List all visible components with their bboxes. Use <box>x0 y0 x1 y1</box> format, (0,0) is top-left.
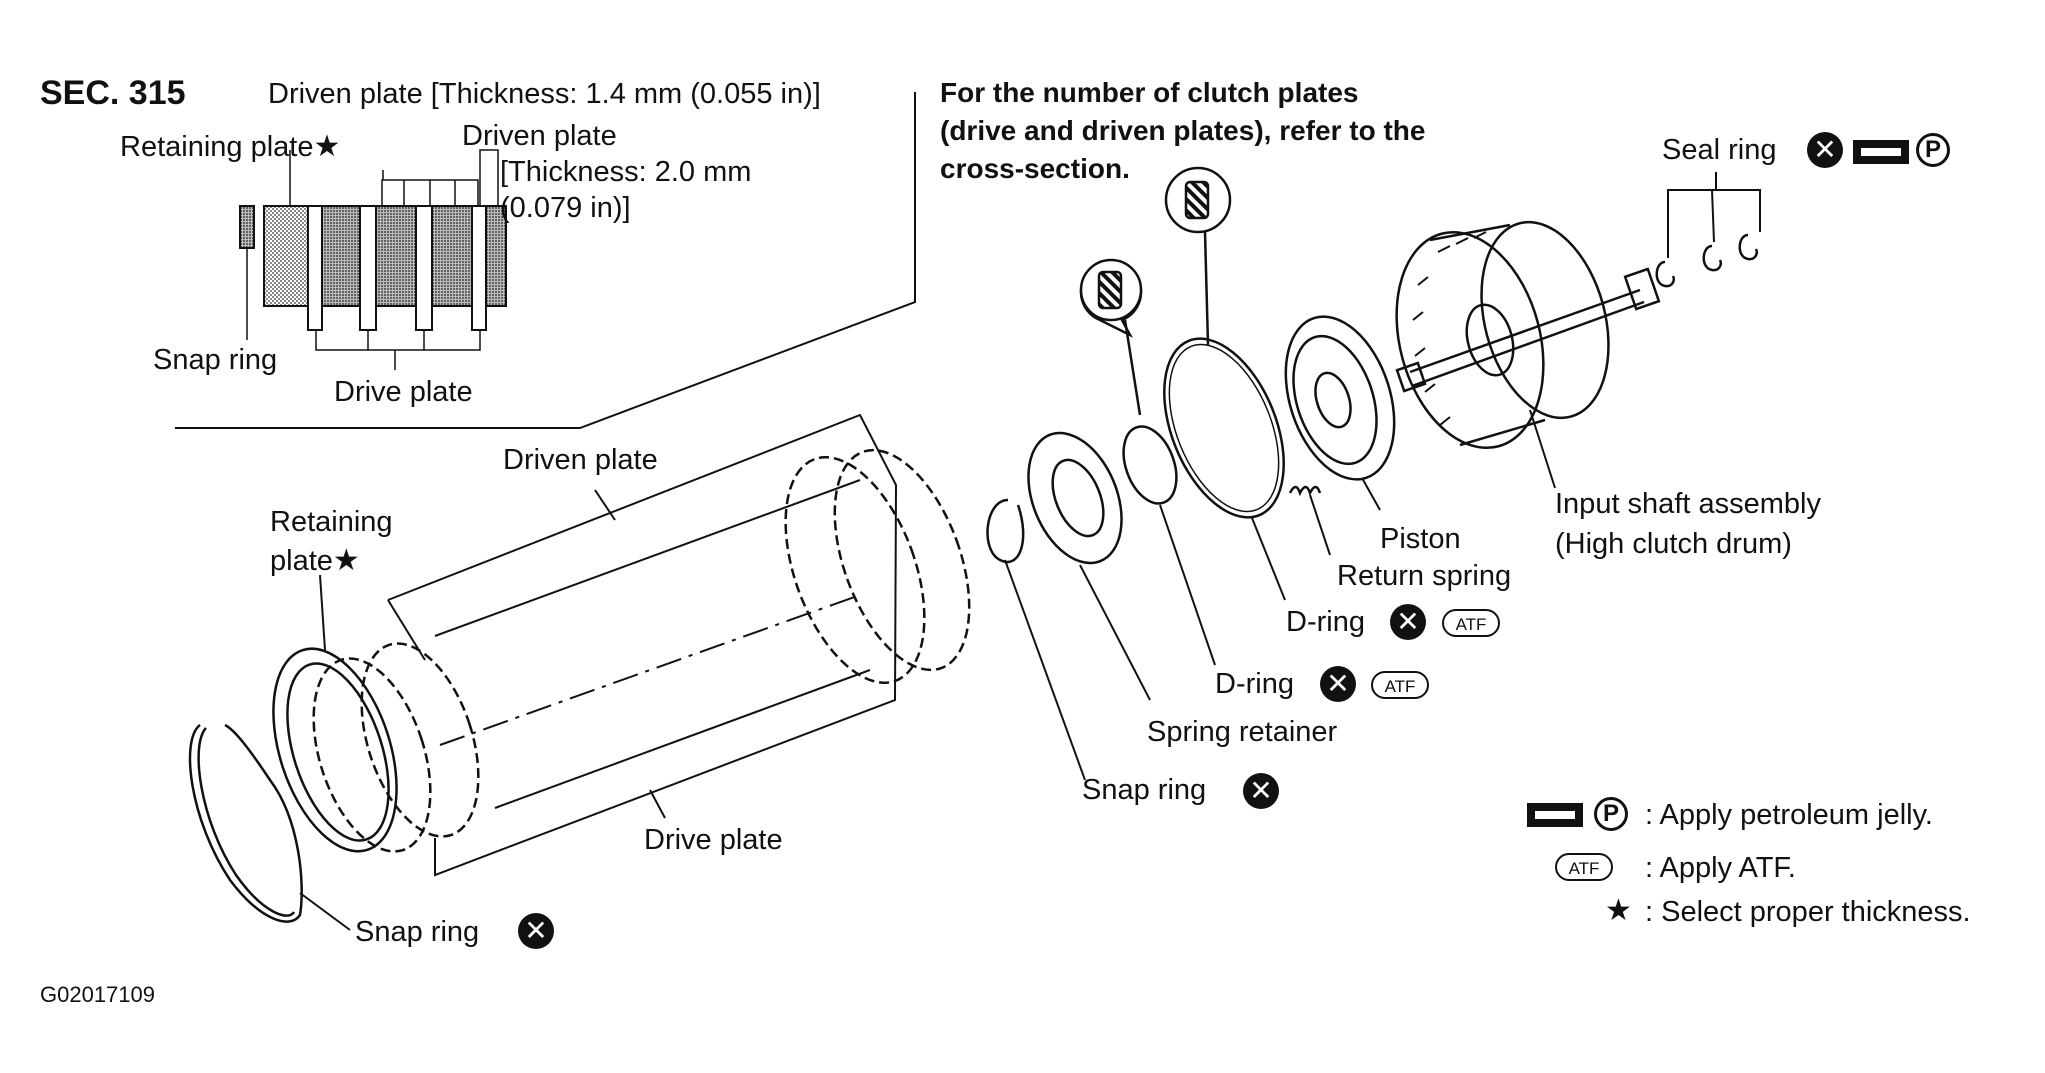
snap-ring-bottom-label: Snap ring <box>355 916 480 948</box>
d-ring-inner-shape <box>1122 425 1178 505</box>
cross-section-note-line1: For the number of clutch plates <box>940 77 1359 108</box>
snap-ring-mid-label: Snap ring <box>1082 774 1207 806</box>
star-icon: ★ <box>313 129 341 164</box>
d-ring-outer-label: D-ring <box>1286 606 1365 638</box>
piston-shape <box>1284 315 1396 481</box>
retaining-plate-shape <box>272 647 398 853</box>
section-number: SEC. 315 <box>40 74 186 112</box>
inset-retaining-plate-label: Retaining plate★ <box>120 129 341 164</box>
inset-driven-plate-thick-label-2: [Thickness: 2.0 mm <box>500 156 752 188</box>
drive-plate-label: Drive plate <box>644 824 783 856</box>
cross-section-note-line3: cross-section. <box>940 153 1130 184</box>
discard-x-icon: ✕ <box>1807 132 1843 168</box>
star-icon: ★ <box>1605 893 1632 928</box>
inset-drive-plate-label: Drive plate <box>334 376 473 408</box>
seal-ring-label: Seal ring <box>1662 134 1777 166</box>
inset-snap-ring-label: Snap ring <box>153 344 278 376</box>
d-ring-inner-label: D-ring <box>1215 668 1294 700</box>
atf-icon: ATF <box>1555 853 1613 881</box>
inset-driven-plate-thick-label-1: Driven plate <box>462 120 617 152</box>
input-shaft-shape <box>1395 220 1661 450</box>
inset-driven-plate-thick-label-3: (0.079 in)] <box>500 192 631 224</box>
seal-ring-1-shape <box>1655 260 1675 288</box>
discard-x-icon: ✕ <box>1243 773 1279 809</box>
retaining-plate-label-line2: plate★ <box>270 543 360 578</box>
driven-plate-label: Driven plate <box>503 444 658 476</box>
plate-stack-outline <box>387 413 898 877</box>
spring-retainer-shape <box>1027 431 1123 565</box>
spring-retainer-label: Spring retainer <box>1147 716 1338 748</box>
first-drive-plate-shape <box>360 642 480 838</box>
d-ring-outer-shape <box>1163 337 1285 519</box>
star-icon: ★ <box>332 543 360 578</box>
return-spring-label: Return spring <box>1337 560 1512 592</box>
retaining-plate-label-line1: Retaining <box>270 506 393 538</box>
snap-ring-bottom-shape <box>188 723 303 923</box>
leader-lines <box>299 172 1761 931</box>
legend-atf-text: : Apply ATF. <box>1645 852 1796 884</box>
discard-x-icon: ✕ <box>518 913 554 949</box>
p-icon: P <box>1916 133 1950 167</box>
p-icon: P <box>1594 797 1628 831</box>
cross-section-note-line2: (drive and driven plates), refer to the <box>940 115 1426 146</box>
inset-border <box>175 92 916 429</box>
input-shaft-label-line1: Input shaft assembly <box>1555 488 1821 520</box>
legend-thickness-text: : Select proper thickness. <box>1645 896 1971 928</box>
petroleum-jelly-icon <box>1527 803 1583 827</box>
callout-bubbles <box>1079 166 1232 416</box>
snap-ring-mid-shape <box>986 498 1025 564</box>
last-drive-plate-shape <box>833 448 971 672</box>
seal-ring-3-shape <box>1738 233 1758 261</box>
input-shaft-label-line2: (High clutch drum) <box>1555 528 1792 560</box>
exploded-view <box>188 220 1758 923</box>
figure-id: G02017109 <box>40 982 155 1007</box>
inset-cross-section <box>239 149 507 370</box>
snap-ring-bottom-inner <box>197 727 296 917</box>
legend-petroleum-text: : Apply petroleum jelly. <box>1645 799 1933 831</box>
atf-icon: ATF <box>1371 671 1429 699</box>
piston-label: Piston <box>1380 523 1461 555</box>
discard-x-icon: ✕ <box>1320 666 1356 702</box>
last-driven-plate-shape <box>784 455 926 685</box>
discard-x-icon: ✕ <box>1390 604 1426 640</box>
atf-icon: ATF <box>1442 609 1500 637</box>
return-spring-shape <box>1288 485 1322 497</box>
inset-driven-plate-thin-label: Driven plate [Thickness: 1.4 mm (0.055 i… <box>268 78 821 110</box>
seal-ring-2-shape <box>1702 244 1722 272</box>
petroleum-jelly-icon <box>1853 140 1909 164</box>
